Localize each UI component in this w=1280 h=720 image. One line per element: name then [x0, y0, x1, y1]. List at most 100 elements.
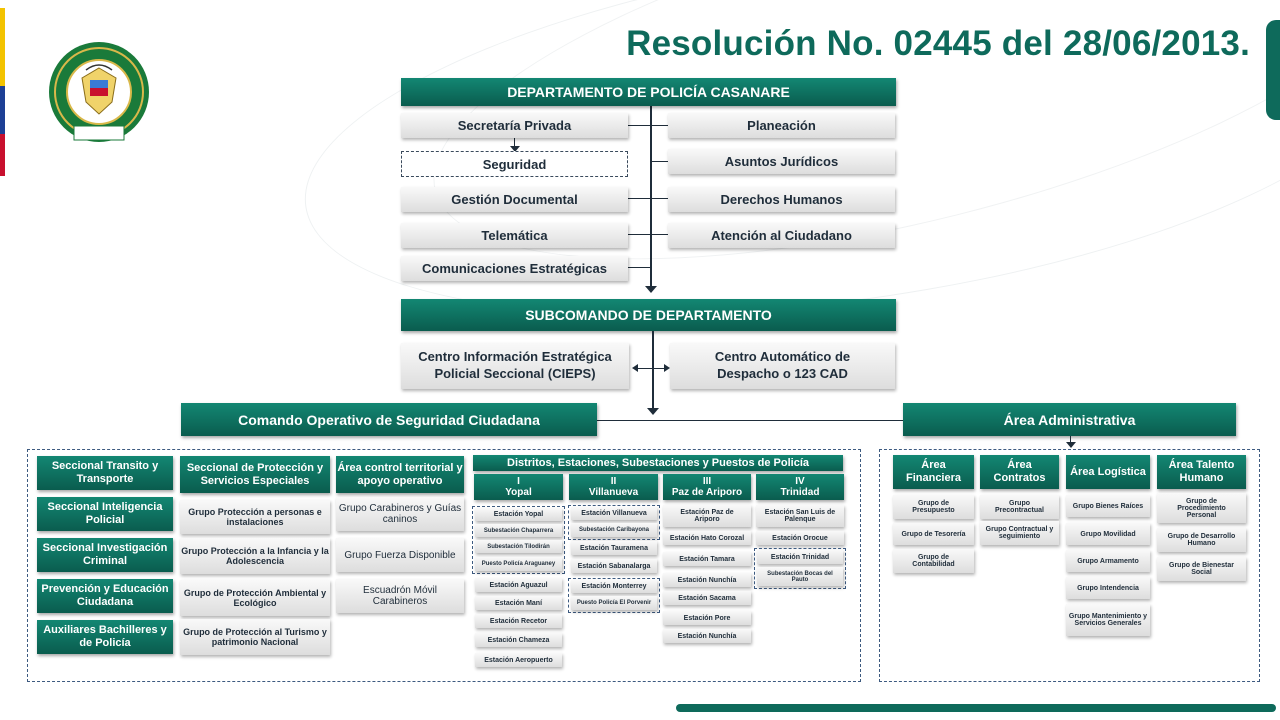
connector-line — [652, 161, 668, 162]
district-number: I — [517, 476, 520, 487]
right-edge-tab — [1266, 20, 1280, 120]
connector-line — [596, 420, 904, 421]
area-contratos-header: Área Contratos — [980, 455, 1059, 489]
admin-group-item: Grupo de Bienestar Social — [1157, 557, 1246, 581]
station-item: Subestación Chaparrera — [475, 524, 562, 537]
station-item: Estación Sacama — [663, 591, 751, 605]
area-talento-humano-header: Área Talento Humano — [1157, 455, 1246, 489]
grupo-carabineros: Grupo Carabineros y Guías caninos — [336, 497, 464, 531]
station-item: Estación Yopal — [475, 508, 562, 521]
villanueva-dashed-group — [568, 505, 660, 540]
district-name: Trinidad — [780, 487, 820, 498]
flag-blue-stripe — [0, 86, 5, 134]
seccional-transito: Seccional Transito y Transporte — [37, 456, 173, 490]
station-item: Estación Aguazul — [475, 578, 562, 592]
villanueva-dashed-group — [568, 578, 660, 613]
connector-line — [652, 234, 668, 235]
admin-group-item: Grupo de Tesorería — [893, 523, 974, 545]
district-paz-ariporo-header: III Paz de Ariporo — [663, 474, 751, 500]
admin-group-item: Grupo Intendencia — [1066, 577, 1150, 599]
arrow-right-icon — [664, 364, 670, 372]
admin-group-item: Grupo de Presupuesto — [893, 495, 974, 519]
page-title: Resolución No. 02445 del 28/06/2013. — [626, 24, 1250, 63]
flag-yellow-stripe — [0, 8, 5, 86]
seccional-proteccion-header: Seccional de Protección y Servicios Espe… — [180, 456, 330, 493]
connector-line — [628, 267, 650, 268]
arrow-left-icon — [632, 364, 638, 372]
grupo-proteccion-ambiental: Grupo de Protección Ambiental y Ecológic… — [180, 580, 330, 616]
station-item: Subestación Bocas del Pauto — [757, 567, 843, 586]
station-item: Estación Nunchía — [663, 573, 751, 587]
station-item: Estación Recetor — [475, 614, 562, 628]
operational-section — [27, 449, 861, 682]
station-item: Estación Maní — [475, 596, 562, 610]
admin-group-item: Grupo de Desarrollo Humano — [1157, 528, 1246, 552]
station-item: Estación Monterrey — [571, 580, 657, 593]
office-comunicaciones-estrategicas: Comunicaciones Estratégicas — [401, 256, 628, 281]
admin-group-item: Grupo Mantenimiento y Servicios Generale… — [1066, 604, 1150, 636]
escuadron-movil: Escuadrón Móvil Carabineros — [336, 579, 464, 613]
station-item: Estación Tamara — [663, 552, 751, 566]
area-logistica-header: Área Logística — [1066, 455, 1150, 489]
station-item: Puesto Policía El Porvenir — [571, 596, 657, 610]
station-item: Subestación Caribayona — [571, 523, 657, 537]
operational-command-header: Comando Operativo de Seguridad Ciudadana — [181, 403, 597, 436]
district-number: II — [610, 476, 617, 487]
district-number: IV — [795, 476, 805, 487]
arrow-down-icon — [510, 146, 520, 152]
admin-group-item: Grupo Contractual y seguimiento — [980, 521, 1059, 545]
admin-group-item: Grupo de Contabilidad — [893, 549, 974, 573]
administrative-section — [879, 449, 1260, 682]
trinidad-dashed-group — [754, 548, 846, 589]
district-name: Villanueva — [588, 487, 639, 498]
distritos-header: Distritos, Estaciones, Subestaciones y P… — [473, 455, 843, 471]
station-item: Estación Sabanalarga — [571, 559, 657, 573]
admin-group-item: Grupo Bienes Raíces — [1066, 495, 1150, 517]
district-name: Paz de Ariporo — [671, 487, 743, 498]
office-telematica: Telemática — [401, 223, 628, 248]
admin-group-item: Grupo de Procedimiento Personal — [1157, 493, 1246, 523]
admin-group-item: Grupo Movilidad — [1066, 523, 1150, 545]
office-planeacion: Planeación — [668, 113, 895, 138]
station-item: Estación Tauramena — [571, 541, 657, 555]
grupo-proteccion-infancia: Grupo Protección a la Infancia y la Adol… — [180, 538, 330, 574]
station-item: Estación San Luis de Palenque — [756, 505, 844, 527]
office-atencion-ciudadano: Atención al Ciudadano — [668, 223, 895, 248]
cad-box: Centro Automático de Despacho o 123 CAD — [670, 343, 895, 389]
grupo-proteccion-personas: Grupo Protección a personas e instalacio… — [180, 500, 330, 534]
connector-line — [514, 138, 515, 148]
connector-line — [628, 198, 650, 199]
connector-line — [628, 234, 650, 235]
connector-line — [652, 125, 668, 126]
flag-red-stripe — [0, 134, 5, 176]
connector-line — [636, 368, 666, 369]
station-item: Estación Orocue — [756, 531, 844, 545]
station-item: Puesto Policía Araguaney — [475, 557, 562, 571]
station-item: Estación Villanueva — [571, 507, 657, 520]
station-item: Estación Chameza — [475, 633, 562, 647]
station-item: Estación Aeropuerto — [475, 653, 562, 667]
area-financiera-header: Área Financiera — [893, 455, 974, 489]
district-number: III — [702, 476, 712, 487]
prevencion-educacion: Prevención y Educación Ciudadana — [37, 579, 173, 613]
administrative-area-header: Área Administrativa — [903, 403, 1236, 436]
admin-group-item: Grupo Armamento — [1066, 550, 1150, 572]
area-control-territorial-header: Área control territorial y apoyo operati… — [336, 456, 464, 493]
office-gestion-documental: Gestión Documental — [401, 187, 628, 212]
station-item: Estación Nunchía — [663, 629, 751, 643]
office-asuntos-juridicos: Asuntos Jurídicos — [668, 149, 895, 174]
connector-line — [628, 125, 650, 126]
department-header: DEPARTAMENTO DE POLICÍA CASANARE — [401, 78, 896, 106]
admin-group-item: Grupo Precontractual — [980, 495, 1059, 519]
office-derechos-humanos: Derechos Humanos — [668, 187, 895, 212]
subcommand-header: SUBCOMANDO DE DEPARTAMENTO — [401, 299, 896, 331]
policia-nacional-seal-logo — [49, 42, 149, 142]
connector-line — [652, 331, 654, 411]
connector-line — [1070, 436, 1071, 444]
office-secretaria-privada: Secretaría Privada — [401, 113, 628, 138]
seccional-inteligencia: Seccional Inteligencia Policial — [37, 497, 173, 531]
station-item: Estación Hato Corozal — [663, 531, 751, 545]
station-item: Subestación Tilodirán — [475, 540, 562, 553]
district-villanueva-header: II Villanueva — [569, 474, 658, 500]
grupo-fuerza-disponible: Grupo Fuerza Disponible — [336, 538, 464, 572]
